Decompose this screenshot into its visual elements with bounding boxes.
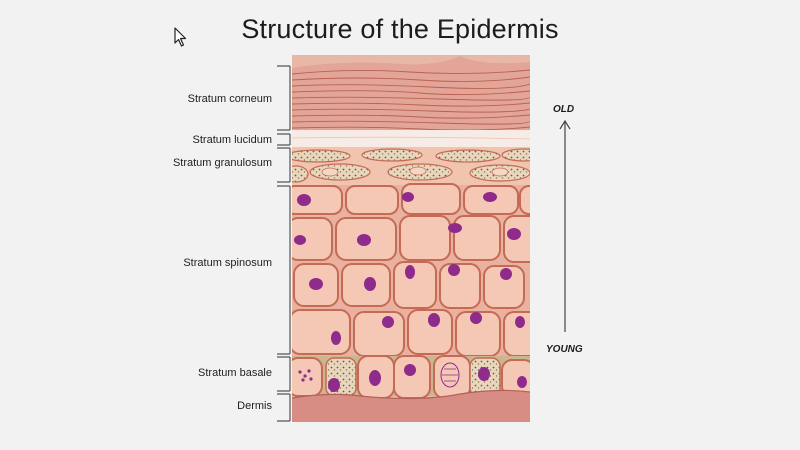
label-stratum-granulosum: Stratum granulosum	[172, 157, 272, 169]
young-label: YOUNG	[546, 344, 583, 355]
diagram-title: Structure of the Epidermis	[241, 14, 559, 44]
label-stratum-corneum: Stratum corneum	[187, 93, 272, 105]
old-label: OLD	[553, 104, 575, 115]
layer-brackets	[277, 65, 291, 422]
label-dermis: Dermis	[237, 400, 272, 412]
dermis-layer	[292, 389, 530, 422]
stratum-corneum-layer	[292, 56, 530, 147]
stratum-granulosum-layer	[292, 147, 530, 185]
stratum-basale-layer	[292, 355, 530, 399]
label-stratum-lucidum: Stratum lucidum	[192, 134, 272, 146]
cell-nuclei	[294, 192, 527, 392]
age-arrow	[559, 119, 571, 332]
label-stratum-basale: Stratum basale	[198, 367, 272, 379]
label-stratum-spinosum: Stratum spinosum	[183, 257, 272, 269]
stratum-lucidum-layer	[292, 130, 530, 147]
mouse-pointer-icon	[174, 27, 187, 47]
